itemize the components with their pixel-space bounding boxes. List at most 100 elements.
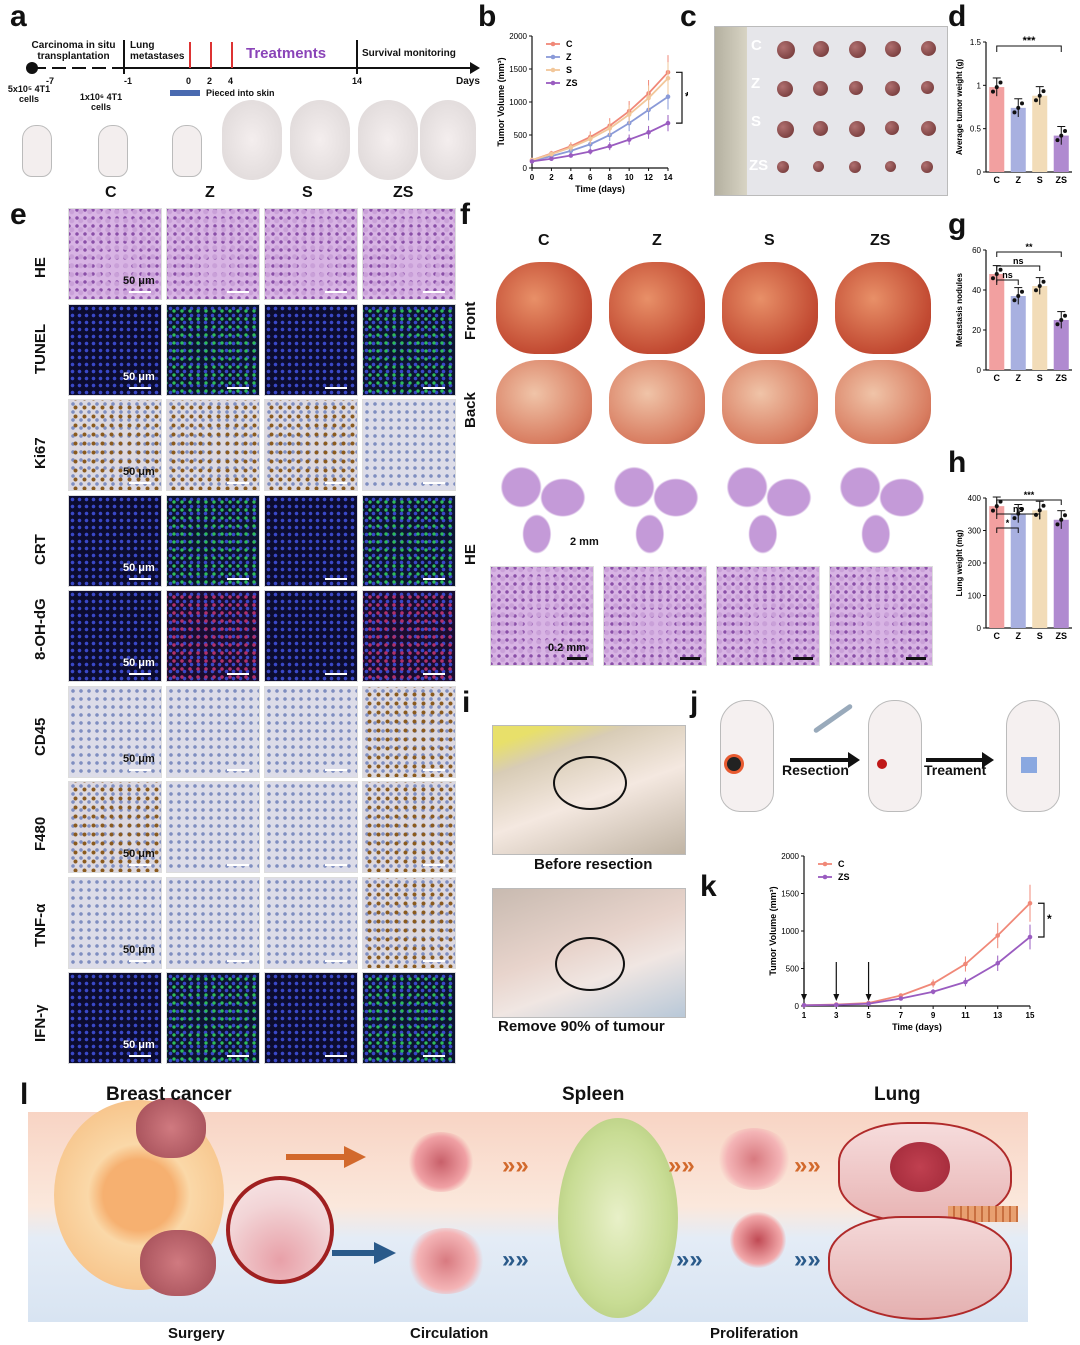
scale-bar [227, 864, 249, 866]
x-tick-label: 9 [931, 1011, 936, 1020]
timeline-svg [26, 40, 480, 96]
cells-2: 1x10⁶ 4T1 cells [79, 92, 123, 112]
dot [1059, 517, 1064, 522]
dot [1012, 516, 1017, 521]
data-point [626, 137, 632, 142]
bar-S [1032, 95, 1048, 172]
scale-bar [423, 386, 445, 389]
panel-label-c: c [680, 0, 697, 33]
y-tick-label: 0.5 [970, 125, 982, 134]
lung-he-section [603, 456, 707, 560]
series-line-ZS [803, 936, 1031, 1007]
tumor-sample [885, 81, 900, 96]
x-tick-label: 0 [530, 173, 535, 182]
scale-bar [325, 864, 347, 866]
data-point [626, 112, 632, 117]
dot [994, 504, 999, 509]
lung-graphic-bottom [828, 1216, 1012, 1320]
micrograph-tile [166, 781, 260, 873]
micrograph-tile: 50 μm [68, 781, 162, 873]
micrograph-tile: 50 μm [68, 208, 162, 300]
x-axis-label: Time (days) [892, 1022, 942, 1032]
micrograph-tile [362, 781, 456, 873]
legend-marker [550, 80, 556, 86]
x-tick-label: S [1037, 373, 1043, 383]
data-point [587, 149, 593, 154]
x-tick-label: 10 [625, 173, 634, 182]
legend-marker [550, 54, 556, 60]
micrograph-tile [264, 494, 358, 587]
photo-group-s: S [751, 113, 762, 130]
micrograph-tile [264, 303, 358, 396]
tumor-cells-top-icon [406, 1132, 476, 1192]
scale-bar [227, 959, 249, 962]
dot [1037, 508, 1042, 513]
x-tick-label: 15 [1026, 1011, 1035, 1020]
data-point [963, 979, 968, 985]
panel-label-h: h [948, 446, 967, 479]
mouse-3-icon [172, 125, 202, 177]
x-tick-label: 11 [961, 1011, 970, 1020]
significance-bracket [676, 71, 683, 124]
bar-S [1032, 510, 1048, 628]
chevrons-3-icon: »» [668, 1152, 695, 1179]
scale-bar [227, 386, 249, 389]
dot [998, 267, 1003, 272]
panel-label-l: l [20, 1078, 29, 1111]
data-point [665, 75, 671, 81]
micrograph-tile [362, 972, 456, 1064]
y-axis-label: Tumor Volume (mm³) [496, 57, 506, 146]
zoom-circle [226, 1176, 334, 1284]
tick-m1: -1 [124, 76, 133, 86]
scale-bar [906, 657, 926, 660]
micrograph-tile [264, 590, 358, 682]
scale-bar [129, 1055, 151, 1057]
scale-bar [227, 673, 249, 675]
panel-label-a: a [10, 0, 27, 33]
y-tick-label: 1000 [781, 927, 799, 936]
legend-marker [822, 861, 828, 867]
panel-label-d: d [948, 0, 967, 33]
scale-bar [325, 291, 347, 293]
scale-bar [325, 386, 347, 389]
lung-he-zoom [716, 566, 820, 666]
x-tick-label: S [1037, 631, 1043, 641]
dot [1020, 101, 1025, 106]
y-tick-label: 1 [977, 81, 982, 90]
bar-ZS [1053, 320, 1069, 370]
y-tick-label: 0 [977, 366, 982, 375]
data-point [607, 126, 613, 131]
f-row-front: Front [462, 301, 479, 340]
bar-C [989, 87, 1005, 172]
micrograph-tile [166, 685, 260, 778]
lung-tumor-icon [890, 1142, 950, 1192]
panel-l: »» »» »» »» »» »» [28, 1098, 1028, 1322]
antibody-cell-icon [730, 1212, 786, 1268]
x-tick-label: 7 [899, 1011, 904, 1020]
f-row-back: Back [462, 392, 479, 428]
x-tick-label: ZS [1055, 175, 1067, 185]
significance-label: ns [1002, 270, 1013, 280]
chevrons-5-icon: »» [794, 1152, 821, 1179]
micrograph-tile: 50 μm [68, 685, 162, 778]
step-survival: Survival monitoring [362, 48, 456, 59]
dot [998, 499, 1003, 504]
y-tick-label: 0 [795, 1002, 800, 1011]
data-point [646, 95, 651, 101]
chevrons-6-icon: »» [794, 1246, 821, 1273]
l-title-lung: Lung [874, 1084, 921, 1105]
scale-bar [423, 864, 445, 866]
tick-14: 14 [352, 76, 363, 86]
dot [1041, 89, 1046, 94]
dot [1063, 129, 1068, 134]
dot [1020, 507, 1025, 512]
data-point [930, 989, 936, 995]
data-point [646, 130, 651, 135]
panel-label-g: g [948, 208, 967, 241]
micrograph-tile: 50 μm [68, 303, 162, 396]
data-point [568, 153, 574, 158]
arrow-j1-icon [790, 758, 850, 762]
data-point [866, 1001, 871, 1007]
bar-C [989, 274, 1005, 370]
